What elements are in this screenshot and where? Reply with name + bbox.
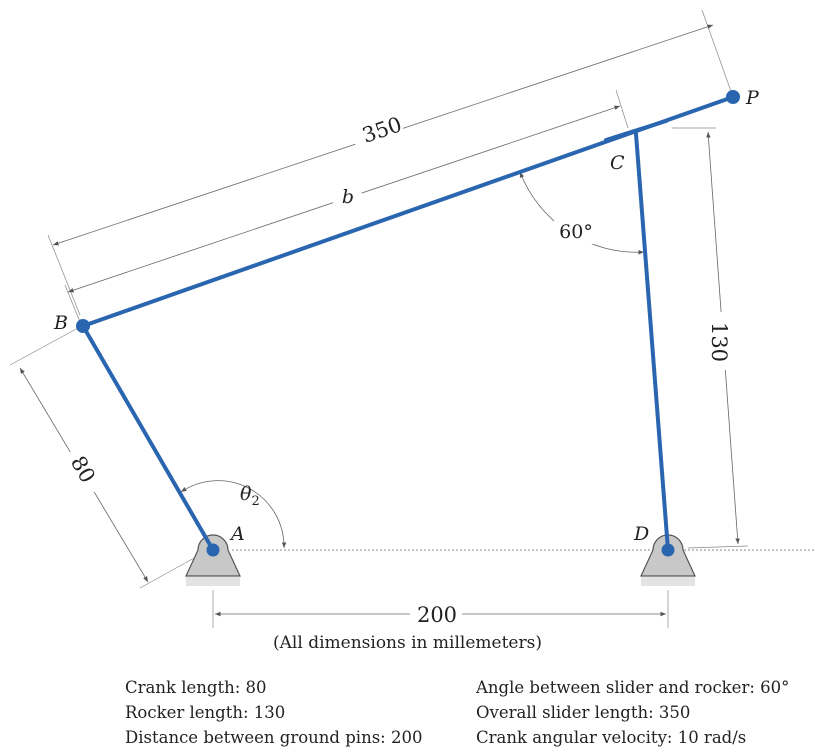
label-point-b: B	[53, 312, 68, 334]
dimension-80-gap	[62, 452, 102, 492]
spec-crank-length: Crank length: 80	[125, 678, 267, 697]
dimension-200-label: 200	[417, 603, 457, 627]
units-caption: (All dimensions in millemeters)	[273, 633, 542, 653]
dimension-130-gap	[701, 312, 737, 370]
label-point-c: C	[610, 152, 625, 174]
spec-slider-rocker-angle: Angle between slider and rocker: 60°	[476, 678, 790, 697]
extension-line-rocker-bottom	[687, 545, 749, 549]
theta2-angle-arc	[180, 480, 287, 549]
joint-p	[726, 90, 740, 104]
theta2-label: θ2	[240, 483, 260, 509]
label-point-p: P	[745, 87, 760, 109]
dimension-130-label: 130	[707, 322, 731, 362]
extension-line-p-350	[701, 9, 734, 98]
rocker-link-dc	[634, 132, 670, 552]
sixty-degree-label: 60°	[559, 221, 593, 243]
specs-left-column: Crank length: 80 Rocker length: 130 Dist…	[125, 675, 422, 750]
crank-link-ab	[81, 324, 215, 552]
specs-right-column: Angle between slider and rocker: 60° Ove…	[476, 675, 789, 750]
extension-line-b-350	[47, 234, 81, 316]
spec-ground-pin-distance: Distance between ground pins: 200	[125, 728, 423, 747]
dimension-200-gap	[410, 600, 462, 628]
joint-b	[76, 319, 90, 333]
joint-d	[661, 543, 675, 557]
extension-line-c-b	[615, 89, 629, 129]
extension-line-b-b	[64, 284, 81, 323]
slider-block-c	[604, 119, 668, 142]
spec-slider-overall-length: Overall slider length: 350	[476, 703, 691, 722]
joint-a	[206, 543, 220, 557]
dimension-b-gap	[328, 179, 366, 215]
extension-line-crank-top	[9, 327, 79, 366]
linkage-diagram: 350 b 130 80 200 θ2 60° A B C	[9, 9, 815, 628]
spec-rocker-length: Rocker length: 130	[125, 703, 286, 722]
spec-crank-angular-velocity: Crank angular velocity: 10 rad/s	[476, 728, 747, 747]
dimension-350-label: 350	[359, 112, 405, 147]
label-point-d: D	[633, 523, 649, 545]
label-point-a: A	[229, 523, 245, 545]
sixty-degree-gap	[554, 218, 598, 244]
dimension-b-label: b	[342, 186, 354, 208]
